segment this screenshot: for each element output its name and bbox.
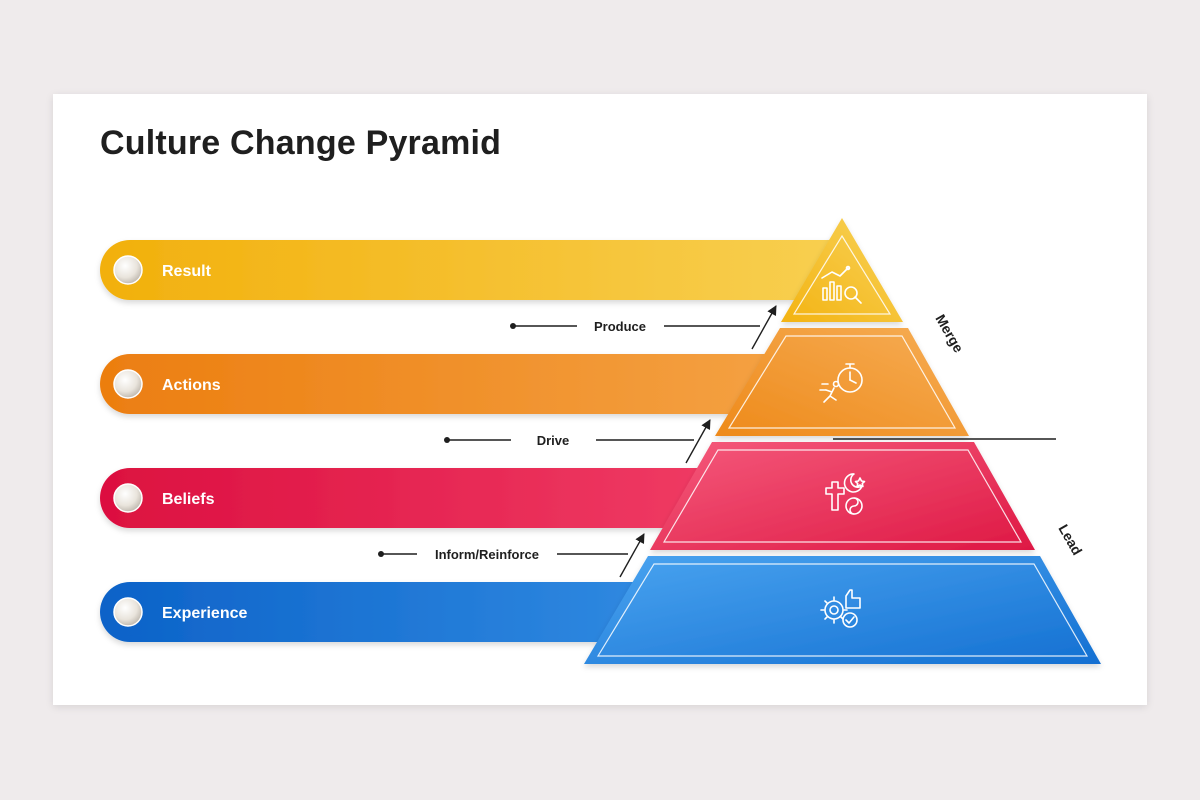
gear-thumbs-up-icon xyxy=(820,589,861,628)
chart-search-icon xyxy=(821,265,862,304)
tier-knob xyxy=(113,255,143,285)
tier-bar-result: Result xyxy=(100,240,860,300)
connector-inform-reinforce: Inform/Reinforce xyxy=(378,533,645,578)
tier-bar-actions: Actions xyxy=(100,354,860,414)
connector-drive: Drive xyxy=(444,419,711,464)
connector-label-produce: Produce xyxy=(594,319,646,334)
pyramid-level-result xyxy=(781,218,903,322)
tier-knob xyxy=(113,597,143,627)
pyramid-level-actions xyxy=(715,328,969,436)
side-label-merge: Merge xyxy=(932,312,967,356)
side-label-lead: Lead xyxy=(1055,522,1085,558)
connector-produce: Produce xyxy=(510,305,777,350)
tier-label-result: Result xyxy=(162,263,212,280)
stopwatch-runner-icon xyxy=(819,363,863,403)
tier-label-experience: Experience xyxy=(162,605,247,622)
pyramid-level-beliefs xyxy=(650,442,1035,550)
page-title: Culture Change Pyramid xyxy=(100,124,502,162)
connector-label-drive: Drive xyxy=(537,433,570,448)
connector-label-inform-reinforce: Inform/Reinforce xyxy=(435,547,539,562)
religion-symbols-icon xyxy=(825,473,866,515)
tier-knob xyxy=(113,483,143,513)
tier-label-beliefs: Beliefs xyxy=(162,491,215,508)
tier-bar-beliefs: Beliefs xyxy=(100,468,860,528)
tier-knob xyxy=(113,369,143,399)
tier-label-actions: Actions xyxy=(162,377,221,394)
